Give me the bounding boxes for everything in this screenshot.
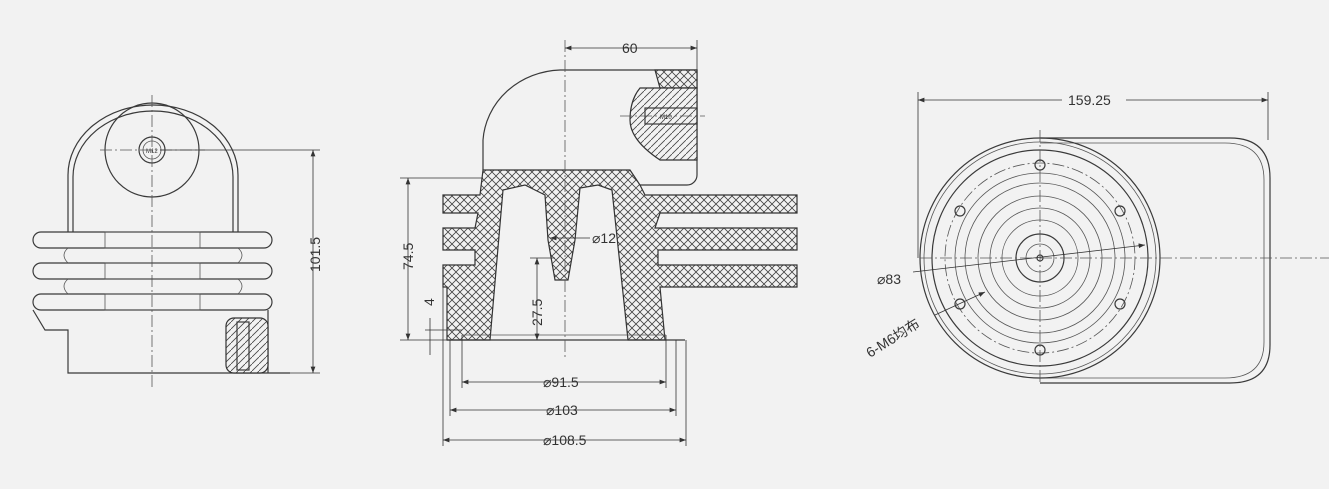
dim-4: 4 <box>421 298 437 306</box>
dim-d-103: ⌀103 <box>546 402 578 418</box>
dim-pitch-83: ⌀83 <box>877 271 901 287</box>
holes-note: 6-M6均布 <box>863 315 922 360</box>
dim-27-5: 27.5 <box>529 299 545 326</box>
section-view: M10 60 74.5 4 27.5 ⌀12 ⌀91.5 <box>400 40 798 448</box>
left-view: M12 101.5 <box>32 95 323 390</box>
dim-d-91-5: ⌀91.5 <box>543 374 579 390</box>
dim-width-159-25: 159.25 <box>1068 92 1111 108</box>
mounting-holes <box>954 159 1126 356</box>
dim-60: 60 <box>622 40 638 56</box>
dim-height-101-5: 101.5 <box>307 237 323 272</box>
dim-d-108-5: ⌀108.5 <box>543 432 587 448</box>
dim-74-5: 74.5 <box>400 243 416 270</box>
top-view: 159.25 ⌀83 6-M6均布 <box>863 90 1329 385</box>
thread-label-m10: M10 <box>660 115 672 121</box>
dim-bore-12: ⌀12 <box>592 230 616 246</box>
